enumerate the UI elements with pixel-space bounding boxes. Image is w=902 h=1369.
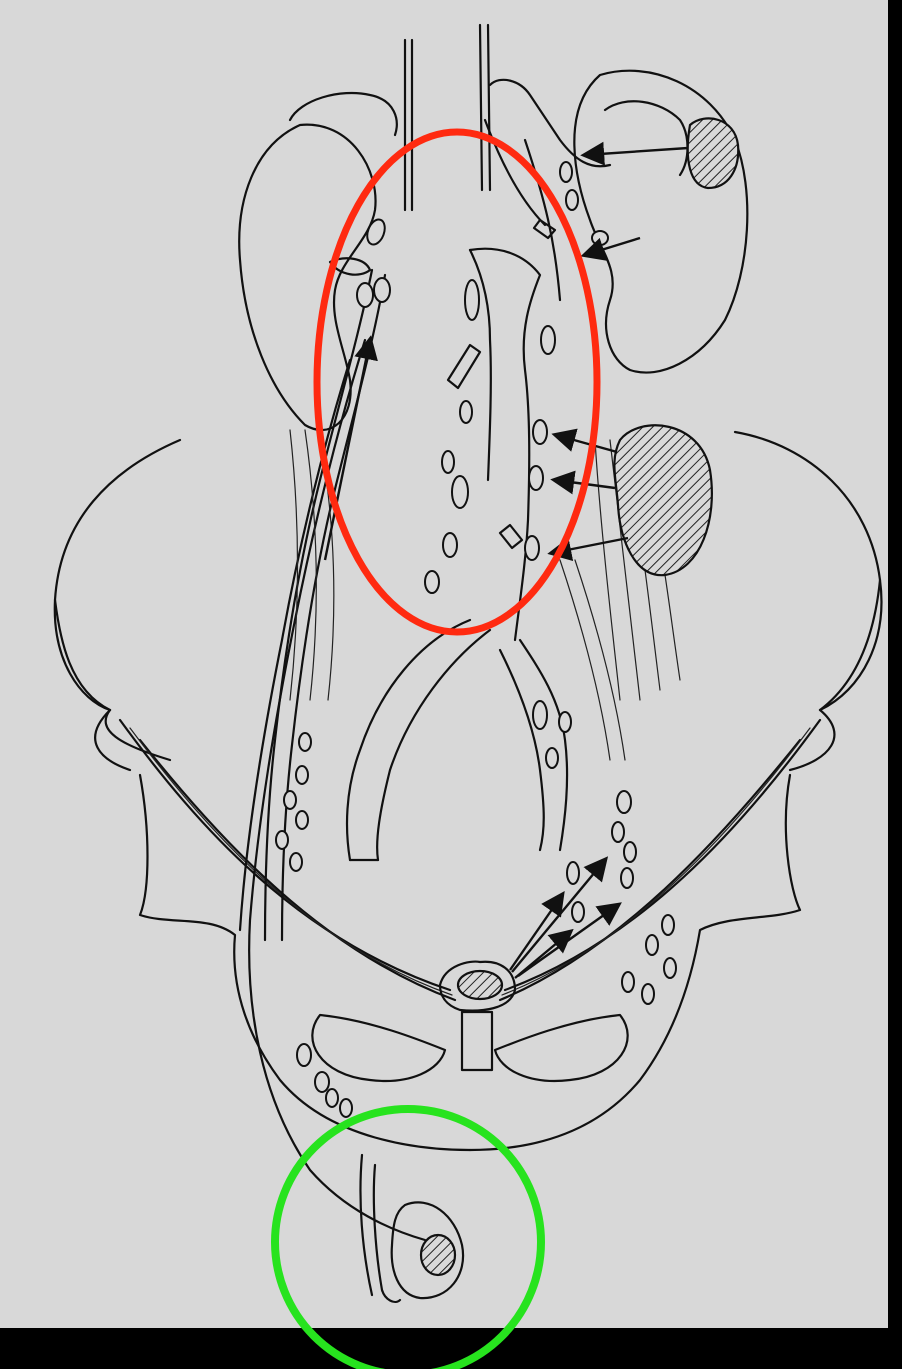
bottom-frame [0, 1328, 902, 1369]
right-frame [888, 0, 902, 1328]
paper-panel [0, 0, 888, 1328]
